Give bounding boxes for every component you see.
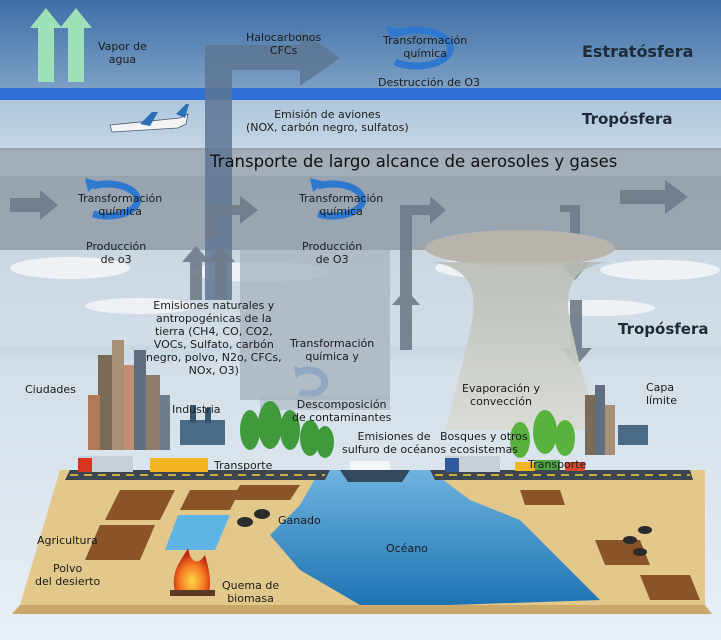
label-industry: Industria <box>172 403 221 416</box>
label-ocean: Océano <box>386 542 428 555</box>
city-right <box>585 385 648 455</box>
fields <box>85 485 700 600</box>
biomass-fire <box>170 548 215 596</box>
industry <box>180 405 225 445</box>
central-flow <box>240 250 390 400</box>
convection-funnel <box>425 230 615 430</box>
label-o3-destruction: Destrucción de O3 <box>378 76 481 89</box>
label-aircraft-emission: Emisión de aviones(NOX, carbón negro, su… <box>246 108 409 134</box>
layer-stratosphere: Estratósfera <box>582 42 694 61</box>
water-vapor-arrows <box>30 8 92 82</box>
transport-arrows <box>10 180 688 366</box>
airplane <box>109 104 189 133</box>
label-livestock: Ganado <box>278 514 321 527</box>
label-transport-left: Transporte <box>214 459 273 472</box>
layer-troposphere-lower: Tropósfera <box>618 320 709 338</box>
solar-field <box>165 515 230 550</box>
label-cities: Ciudades <box>25 383 76 396</box>
ocean <box>270 470 600 605</box>
tropopause-line <box>0 88 721 100</box>
stratosphere-band <box>0 0 721 92</box>
transport-banner: Transporte de largo alcance de aerosoles… <box>210 152 618 171</box>
vehicles <box>78 456 585 472</box>
ship <box>340 461 410 482</box>
label-transport-right: Transporte <box>528 458 587 471</box>
livestock <box>237 509 652 556</box>
city-left <box>88 340 170 450</box>
trees-left <box>240 401 334 458</box>
layer-troposphere-upper: Tropósfera <box>582 110 673 128</box>
trees-right <box>510 410 575 458</box>
label-agriculture: Agricultura <box>37 534 98 547</box>
